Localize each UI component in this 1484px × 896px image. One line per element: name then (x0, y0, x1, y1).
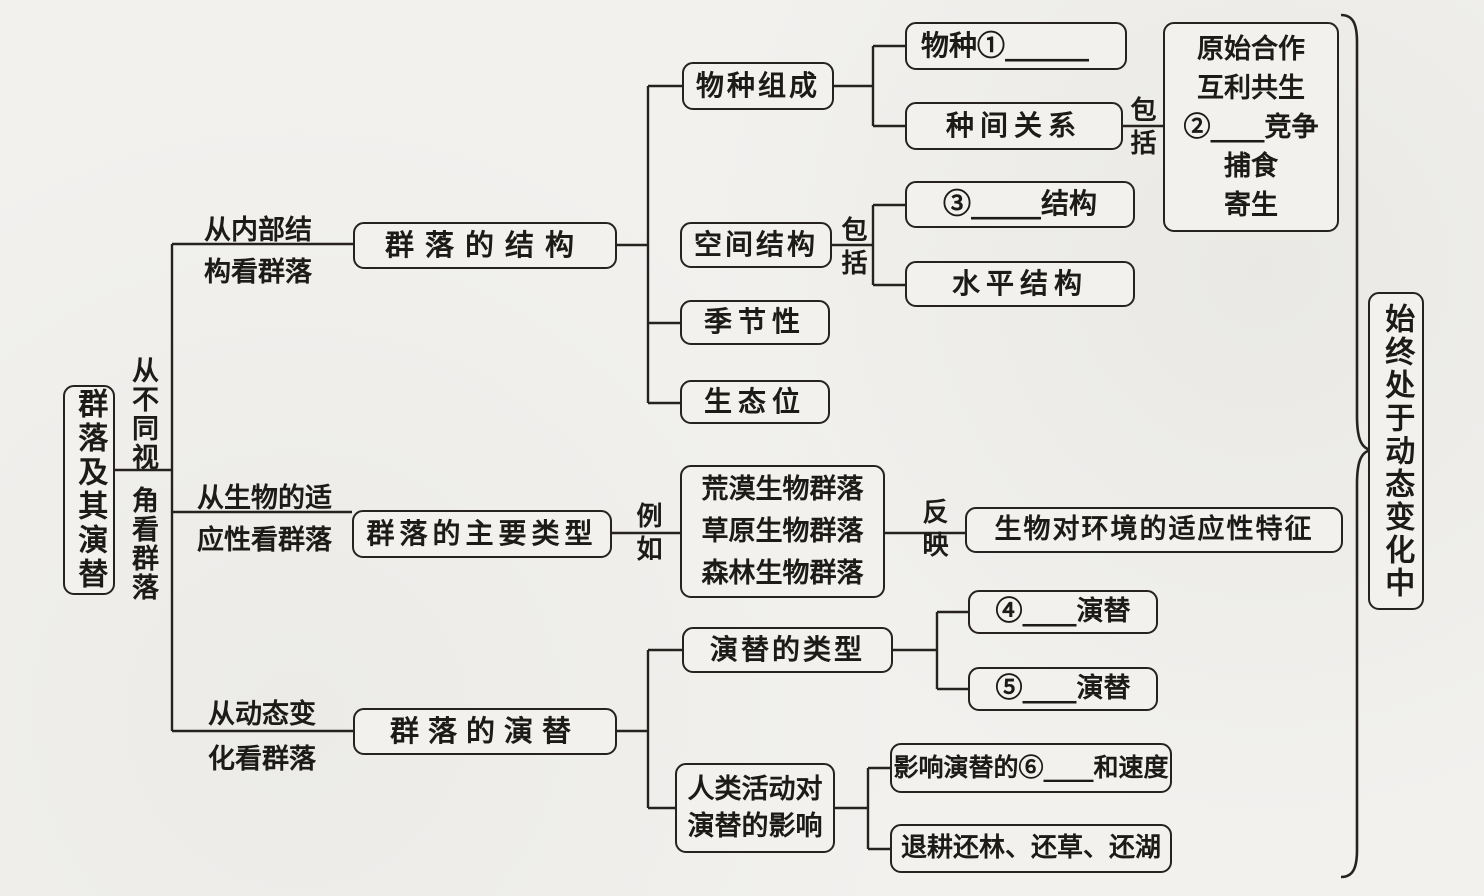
structure-edge-label-line2: 构看群落 (204, 257, 312, 288)
relation-item: 寄生 (1224, 189, 1278, 221)
include-edge-label-spatial: 包括 (837, 216, 867, 282)
interspecific-relations-node: 种间关系 (905, 102, 1123, 150)
conclusion-node: 始终处于动态变化中 (1368, 292, 1424, 610)
relation-item: 原始合作 (1197, 33, 1305, 65)
reflect-char-2: 映 (918, 531, 948, 564)
vertical-structure-blank-node: ③_____结构 (905, 181, 1135, 228)
succession-node: 群落的演替 (353, 708, 617, 755)
primary-succession-blank-node: ④____演替 (968, 590, 1158, 634)
reflect-edge-label: 反映 (918, 498, 948, 564)
include-char-2: 括 (1126, 129, 1156, 162)
example-char-1: 例 (632, 502, 662, 535)
human-activity-line2: 演替的影响 (687, 811, 823, 842)
policy-node: 退耕还林、还草、还湖 (890, 824, 1172, 873)
include-char-1: 包 (837, 216, 867, 249)
secondary-succession-blank-node: ⑤____演替 (968, 667, 1158, 711)
relation-item: 互利共生 (1197, 72, 1305, 104)
reflect-char-1: 反 (918, 498, 948, 531)
types-edge-label-line1: 从生物的适 (197, 483, 332, 514)
example-item: 荒漠生物群落 (701, 473, 864, 505)
include-edge-label-species: 包括 (1126, 96, 1156, 162)
human-activity-line1: 人类活动对 (687, 774, 823, 805)
types-edge-label-line2: 应性看群落 (197, 525, 332, 556)
succession-edge-label-line1: 从动态变 (208, 699, 316, 730)
relations-list-node: 原始合作 互利共生 ②____竞争 捕食 寄生 (1163, 22, 1339, 232)
example-item: 草原生物群落 (701, 515, 864, 547)
main-types-node: 群落的主要类型 (352, 510, 612, 558)
horizontal-structure-node: 水平结构 (905, 261, 1135, 307)
example-edge-label: 例如 (632, 502, 662, 568)
include-char-2: 括 (837, 249, 867, 282)
example-item: 森林生物群落 (701, 557, 864, 589)
human-activity-node: 人类活动对 演替的影响 (675, 763, 835, 853)
root-edge-label-top: 从不同视 (127, 356, 158, 472)
niche-node: 生态位 (680, 380, 830, 424)
relation-item: 捕食 (1224, 150, 1278, 182)
succession-types-node: 演替的类型 (682, 627, 893, 673)
root-edge-label-bottom: 角看群落 (127, 486, 158, 602)
example-char-2: 如 (632, 535, 662, 568)
spatial-structure-node: 空间结构 (680, 222, 832, 268)
species-composition-node: 物种组成 (682, 62, 834, 110)
root-node: 群落及其演替 (63, 385, 115, 595)
succession-edge-label-line2: 化看群落 (208, 744, 316, 775)
influence-blank-node: 影响演替的⑥____和速度 (890, 743, 1172, 793)
seasonality-node: 季节性 (680, 300, 830, 345)
structure-node: 群落的结构 (353, 222, 617, 269)
structure-edge-label-line1: 从内部结 (204, 215, 312, 246)
examples-list-node: 荒漠生物群落 草原生物群落 森林生物群落 (680, 465, 885, 598)
reflection-node: 生物对环境的适应性特征 (965, 507, 1343, 553)
species-blank-node: 物种①______ (905, 22, 1127, 70)
relation-item: ②____竞争 (1183, 111, 1319, 143)
include-char-1: 包 (1126, 96, 1156, 129)
